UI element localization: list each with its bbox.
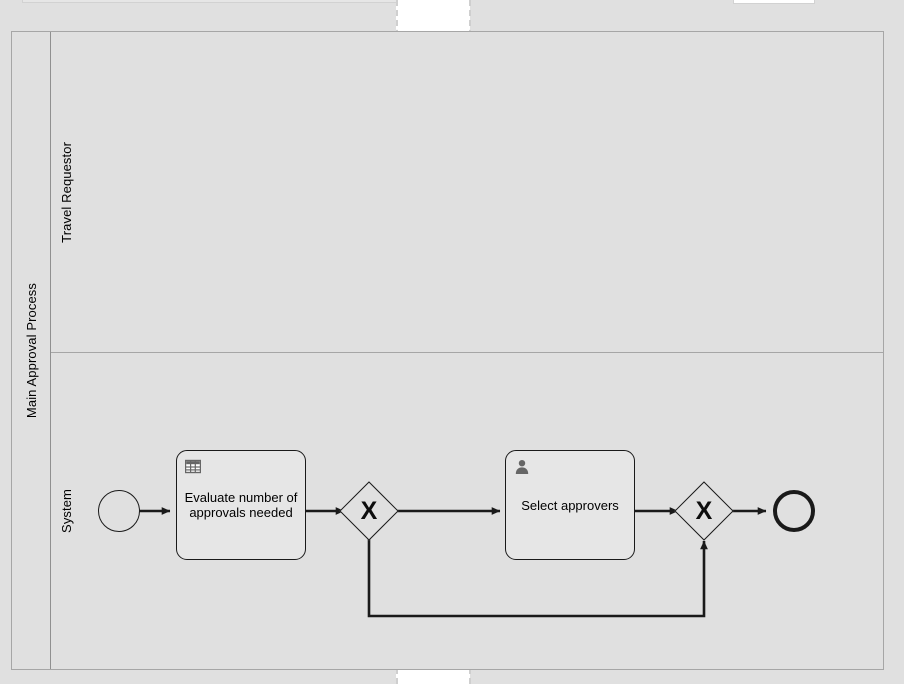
user-person-icon — [514, 459, 530, 475]
top-chrome-fragment-mid — [733, 0, 815, 4]
lane-header-system[interactable]: System — [51, 353, 81, 669]
lane-header-travel-requestor[interactable]: Travel Requestor — [51, 32, 81, 352]
lane-body-travel-requestor[interactable] — [81, 32, 883, 352]
pool-header[interactable]: Main Approval Process — [12, 32, 51, 669]
select-approvers-task[interactable]: Select approvers — [505, 450, 635, 560]
end-event[interactable] — [773, 490, 815, 532]
pool-main-approval-process[interactable]: Main Approval Process Travel Requestor S… — [11, 31, 884, 670]
select-approvers-task-label: Select approvers — [521, 497, 619, 513]
evaluate-approvals-task[interactable]: Evaluate number of approvals needed — [176, 450, 306, 560]
evaluate-approvals-task-label: Evaluate number of approvals needed — [184, 490, 298, 520]
top-chrome-fragment-left — [22, 0, 414, 3]
pool-title: Main Approval Process — [23, 282, 39, 419]
business-rule-table-icon — [184, 459, 202, 475]
start-event[interactable] — [98, 490, 140, 532]
lane-label-travel-requestor: Travel Requestor — [58, 141, 74, 243]
lane-container: Travel Requestor System — [51, 32, 883, 669]
lane-travel-requestor[interactable]: Travel Requestor — [51, 32, 883, 353]
gateway-2-exclusive-x-icon: X — [695, 496, 713, 525]
lane-label-system: System — [58, 489, 74, 533]
gateway-1-exclusive-x-icon: X — [360, 496, 378, 525]
